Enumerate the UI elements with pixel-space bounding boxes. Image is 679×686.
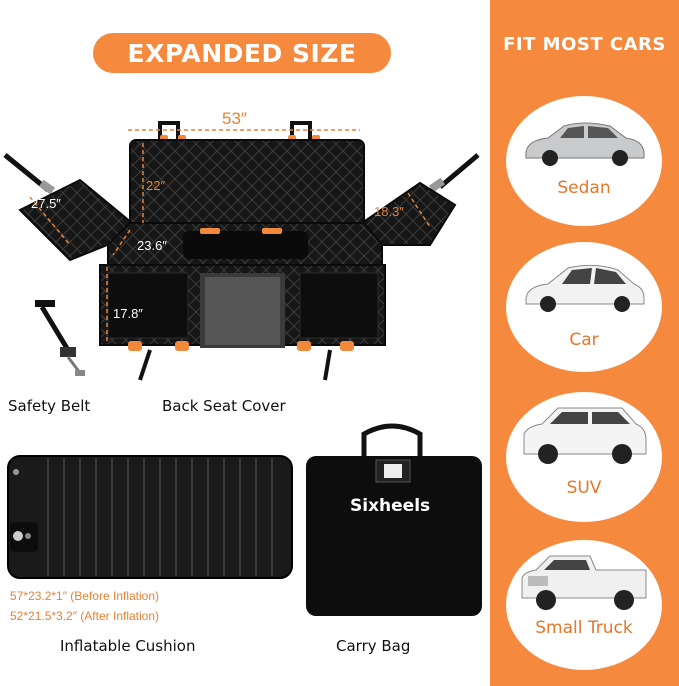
suv-icon [523, 407, 647, 464]
safety-belt-label: Safety Belt [8, 397, 91, 415]
car-label-car: Car [569, 330, 599, 350]
dim-back-height: 22″ [146, 178, 166, 193]
cushion-spec-before: 57*23.2*1″ (Before Inflation) [10, 589, 160, 603]
car-card [506, 242, 662, 372]
car-label-small-truck: Small Truck [535, 618, 633, 638]
bag-brand-logo: Sixheels [350, 496, 431, 516]
inflatable-cushion-image [7, 455, 293, 579]
small-truck-icon [521, 555, 647, 610]
expanded-size-banner: EXPANDED SIZE [93, 33, 391, 73]
sedan-card [506, 96, 662, 226]
carry-bag-image [306, 423, 482, 616]
back-seat-cover-label: Back Seat Cover [162, 397, 286, 415]
cushion-spec-after: 52*21.5*3.2″ (After Inflation) [10, 609, 160, 623]
safety-belt-icon [35, 300, 85, 376]
dim-width: 53″ [222, 109, 247, 128]
back-seat-cover-illustration [3, 121, 480, 381]
inflatable-cushion-label: Inflatable Cushion [60, 637, 196, 655]
car-label-sedan: Sedan [557, 178, 611, 198]
carry-bag-label: Carry Bag [336, 637, 411, 655]
dim-seat-depth: 23.6″ [137, 238, 167, 253]
car-icon [525, 264, 645, 312]
fit-most-cars-title: FIT MOST CARS [503, 34, 666, 55]
sedan-icon [525, 122, 645, 166]
car-label-suv: SUV [566, 478, 602, 498]
dim-right-flap: 18.3″ [374, 204, 404, 219]
dim-front-drop: 17.8″ [113, 306, 143, 321]
banner-title: EXPANDED SIZE [127, 38, 357, 68]
dim-side-flap: 27.5″ [31, 196, 61, 211]
